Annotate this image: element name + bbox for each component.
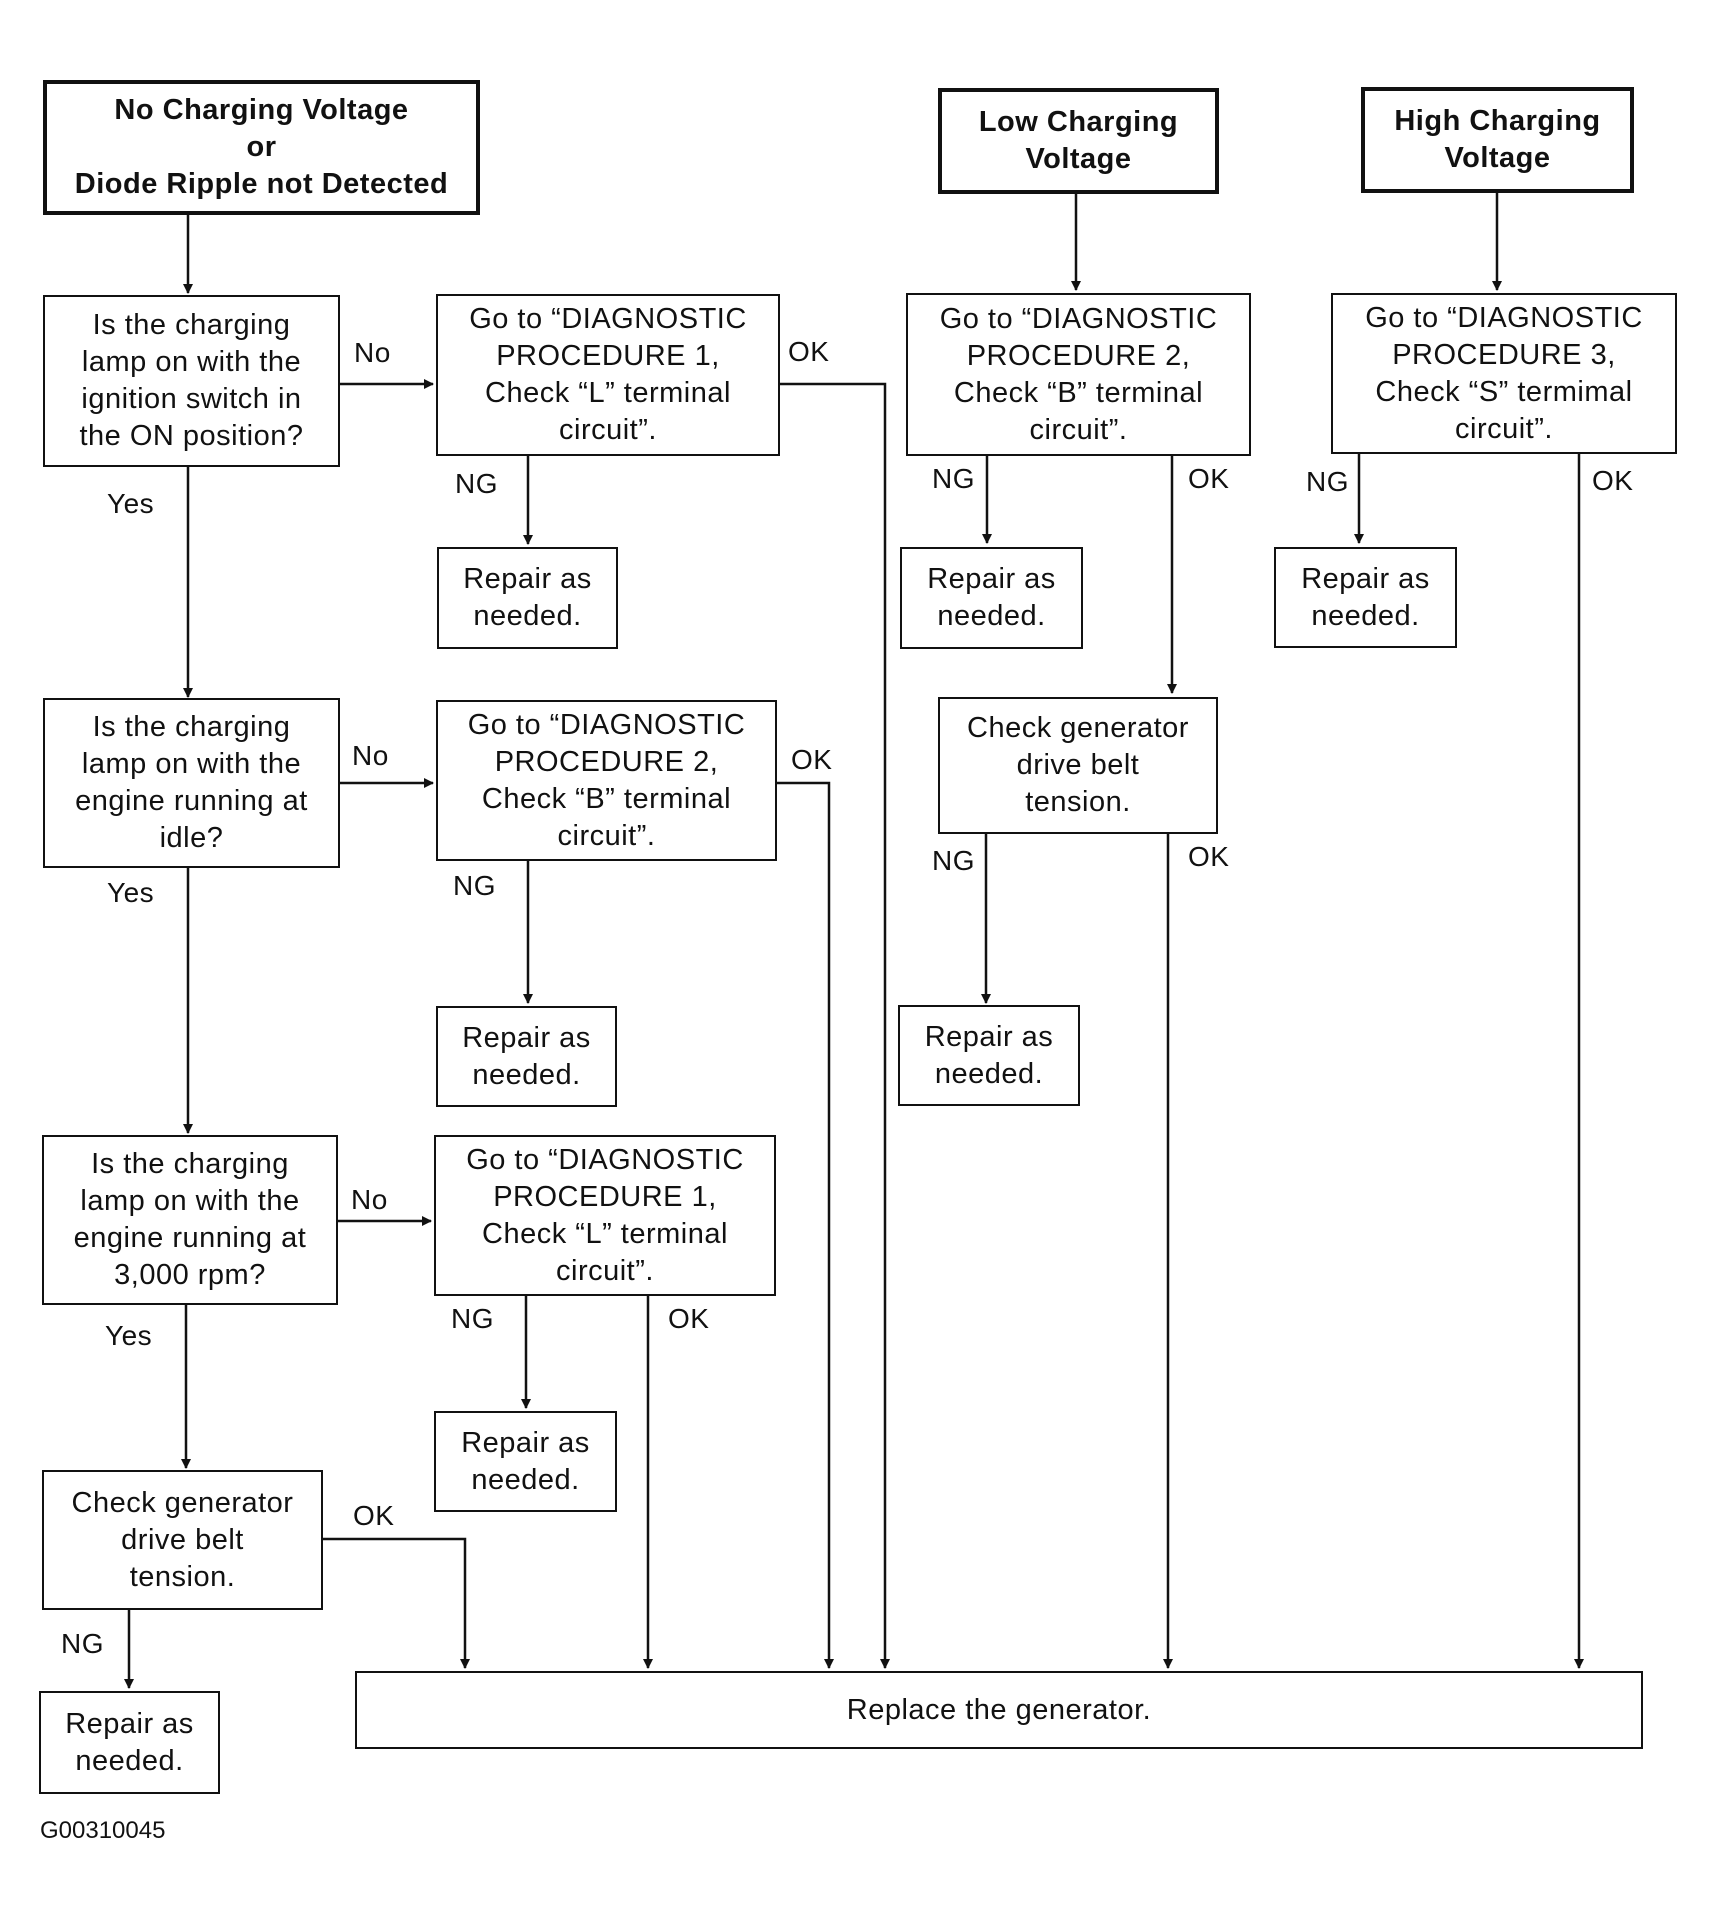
procedure-3-right-text: Go to “DIAGNOSTIC PROCEDURE 3, Check “S”… xyxy=(1365,301,1643,445)
label-ok-beltright: OK xyxy=(1188,841,1230,872)
arrow-p1top-ok xyxy=(780,382,890,1669)
label-ng-p3right: NG xyxy=(1306,466,1349,497)
repair-box-4-text: Repair as needed. xyxy=(927,563,1056,632)
procedure-2-middle-text: Go to “DIAGNOSTIC PROCEDURE 2, Check “B”… xyxy=(467,708,746,852)
procedure-2-right-text: Go to “DIAGNOSTIC PROCEDURE 2, Check “B”… xyxy=(939,302,1218,446)
procedure-1-lower: Go to “DIAGNOSTIC PROCEDURE 1, Check “L”… xyxy=(434,1135,776,1296)
arrow-belt-left-ok xyxy=(323,1537,470,1669)
repair-box-6-text: Repair as needed. xyxy=(924,1020,1054,1090)
replace-generator-text: Replace the generator. xyxy=(846,1693,1152,1726)
label-ok-belt-left: OK xyxy=(353,1500,395,1531)
label-ok-p1low: OK xyxy=(668,1303,710,1334)
label-no-q3: No xyxy=(351,1184,388,1215)
procedure-1-top: Go to “DIAGNOSTIC PROCEDURE 1, Check “L”… xyxy=(436,294,780,456)
start-no-charging-text: No Charging Voltage or Diode Ripple not … xyxy=(74,94,449,200)
label-ok-p1top: OK xyxy=(788,336,830,367)
start-low-charging-voltage: Low Charging Voltage xyxy=(938,88,1219,194)
procedure-2-right: Go to “DIAGNOSTIC PROCEDURE 2, Check “B”… xyxy=(906,293,1251,456)
repair-box-1-text: Repair as needed. xyxy=(463,563,592,632)
procedure-1-top-text: Go to “DIAGNOSTIC PROCEDURE 1, Check “L”… xyxy=(469,303,747,446)
question-engine-3000rpm: Is the charging lamp on with the engine … xyxy=(42,1135,338,1305)
question-engine-idle: Is the charging lamp on with the engine … xyxy=(43,698,340,868)
label-no-q1: No xyxy=(354,337,391,368)
repair-box-3: Repair as needed. xyxy=(434,1411,617,1512)
replace-generator-box: Replace the generator. xyxy=(355,1671,1643,1749)
repair-box-5-text: Repair as needed. xyxy=(1301,562,1430,632)
repair-box-2: Repair as needed. xyxy=(436,1006,617,1107)
procedure-3-right: Go to “DIAGNOSTIC PROCEDURE 3, Check “S”… xyxy=(1331,293,1677,454)
repair-box-1: Repair as needed. xyxy=(437,547,618,649)
procedure-2-middle: Go to “DIAGNOSTIC PROCEDURE 2, Check “B”… xyxy=(436,700,777,861)
repair-box-3-text: Repair as needed. xyxy=(461,1426,590,1496)
question-engine-3000rpm-text: Is the charging lamp on with the engine … xyxy=(73,1148,307,1291)
arrow-p2mid-ok xyxy=(777,781,834,1669)
label-ng-beltright: NG xyxy=(932,845,975,876)
repair-box-4: Repair as needed. xyxy=(900,547,1083,649)
repair-box-5: Repair as needed. xyxy=(1274,547,1457,648)
label-ng-p2mid: NG xyxy=(453,870,496,901)
start-no-charging-voltage: No Charging Voltage or Diode Ripple not … xyxy=(43,80,480,215)
label-ng-p2right: NG xyxy=(932,463,975,494)
label-ok-p3right: OK xyxy=(1592,465,1634,496)
check-belt-left-text: Check generator drive belt tension. xyxy=(71,1486,294,1593)
repair-box-7-text: Repair as needed. xyxy=(65,1707,194,1777)
check-belt-right: Check generator drive belt tension. xyxy=(938,697,1218,834)
repair-box-2-text: Repair as needed. xyxy=(462,1021,591,1091)
label-ng-p1top: NG xyxy=(455,468,498,499)
check-belt-right-text: Check generator drive belt tension. xyxy=(967,712,1189,818)
repair-box-7: Repair as needed. xyxy=(39,1691,220,1794)
label-yes-q1: Yes xyxy=(107,488,155,519)
question-ignition-on-text: Is the charging lamp on with the ignitio… xyxy=(79,309,304,452)
label-yes-q2: Yes xyxy=(107,877,155,908)
start-high-charging-voltage: High Charging Voltage xyxy=(1361,87,1634,193)
start-low-charging-text: Low Charging Voltage xyxy=(978,106,1179,175)
figure-code: G00310045 xyxy=(40,1817,166,1844)
label-ng-p1low: NG xyxy=(451,1303,494,1334)
label-ng-belt-left: NG xyxy=(61,1628,104,1659)
label-ok-p2right: OK xyxy=(1188,463,1230,494)
question-engine-idle-text: Is the charging lamp on with the engine … xyxy=(75,711,308,854)
check-belt-left: Check generator drive belt tension. xyxy=(42,1470,323,1610)
question-ignition-on: Is the charging lamp on with the ignitio… xyxy=(43,295,340,467)
label-no-q2: No xyxy=(352,740,389,771)
procedure-1-lower-text: Go to “DIAGNOSTIC PROCEDURE 1, Check “L”… xyxy=(466,1143,744,1287)
label-yes-q3: Yes xyxy=(105,1320,153,1351)
repair-box-6: Repair as needed. xyxy=(898,1005,1080,1106)
label-ok-p2mid: OK xyxy=(791,744,833,775)
start-high-charging-text: High Charging Voltage xyxy=(1394,105,1601,174)
